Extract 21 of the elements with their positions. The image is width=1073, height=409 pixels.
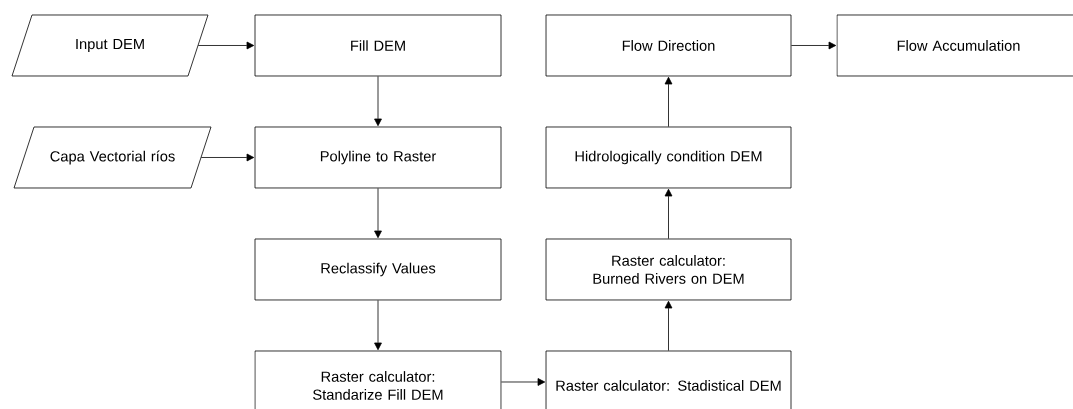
process-box: Raster calculator: Stadistical DEM: [545, 350, 792, 409]
arrow: [791, 41, 837, 50]
arrow: [197, 41, 255, 50]
process-box: Flow Direction: [545, 14, 792, 77]
process-box: Hidrologically condition DEM: [545, 126, 792, 189]
arrow: [374, 300, 382, 351]
process-box: Reclassify Values: [254, 238, 502, 301]
input-parallelogram: Input DEM: [11, 14, 209, 77]
process-box: Raster calculator: Standarize Fill DEM: [254, 350, 502, 409]
process-box: Fill DEM: [254, 14, 502, 77]
arrow: [200, 153, 255, 162]
arrow: [374, 76, 382, 127]
arrow: [664, 76, 673, 127]
process-box: Polyline to Raster: [254, 126, 502, 189]
arrow: [664, 300, 673, 351]
process-box: Flow Accumulation: [836, 14, 1073, 77]
arrow: [501, 378, 546, 386]
process-box: Raster calculator: Burned Rivers on DEM: [545, 238, 792, 301]
arrow: [374, 188, 382, 239]
arrow: [664, 188, 673, 239]
input-parallelogram: Capa Vectorial ríos: [13, 126, 212, 189]
